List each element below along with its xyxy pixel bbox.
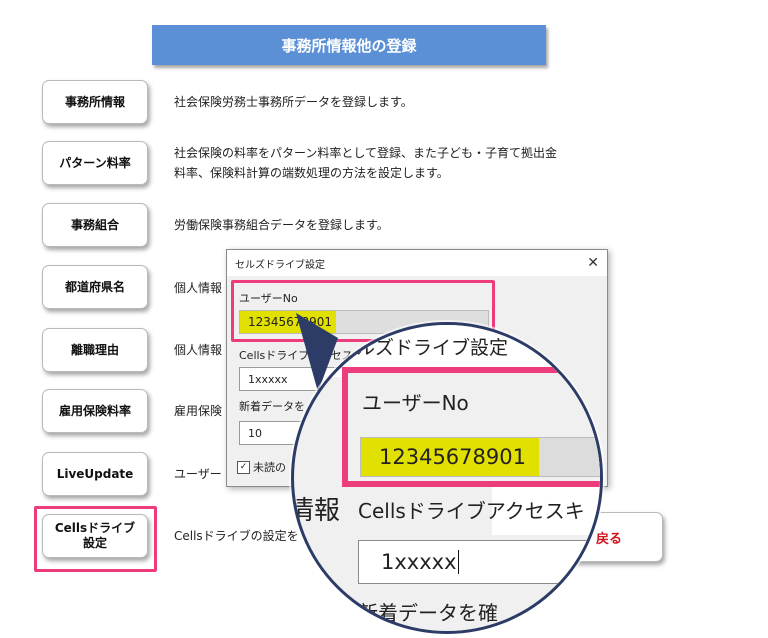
close-icon[interactable]: ✕: [587, 255, 599, 271]
office-info-button[interactable]: 事務所情報: [42, 80, 148, 124]
prefecture-desc: 個人情報: [174, 281, 223, 295]
cells-drive-label-line1: Cellsドライブ: [54, 521, 136, 535]
magnifier-dialog-title: ルズドライブ設定: [356, 337, 509, 359]
pattern-rate-desc-line1: 社会保険の料率をパターン料率として登録、また子ども・子育て拠出金: [174, 146, 558, 160]
liveupdate-button-label: LiveUpdate: [56, 466, 134, 481]
prefecture-button[interactable]: 都道府県名: [42, 265, 148, 309]
office-info-desc: 社会保険労務士事務所データを登録します。: [174, 95, 413, 109]
prefecture-button-label: 都道府県名: [64, 279, 125, 294]
separation-reason-button[interactable]: 離職理由: [42, 328, 148, 372]
liveupdate-button[interactable]: LiveUpdate: [42, 452, 148, 496]
unread-checkbox-label: 未読の: [253, 461, 286, 474]
new-data-select-value: 10: [248, 426, 262, 440]
magnifier-user-no-label: ユーザーNo: [362, 391, 469, 415]
cells-drive-settings-button[interactable]: Cellsドライブ 設定: [42, 514, 148, 558]
back-button-label: 戻る: [595, 531, 622, 547]
pattern-rate-button-label: パターン料率: [59, 155, 131, 170]
dialog-titlebar: セルズドライブ設定 ✕: [227, 250, 607, 276]
page-title: 事務所情報他の登録: [152, 25, 546, 65]
magnifier-user-no-highlight: ユーザーNo 12345678901: [342, 367, 600, 487]
labor-union-button-label: 事務組合: [70, 217, 119, 232]
magnifier-cells-access-value: 1xxxxx: [381, 550, 457, 574]
separation-reason-desc: 個人情報: [174, 343, 223, 357]
pattern-rate-button[interactable]: パターン料率: [42, 141, 148, 185]
liveupdate-desc: ユーザー: [174, 467, 222, 481]
labor-union-button[interactable]: 事務組合: [42, 203, 148, 247]
magnifier-cells-access-input: 1xxxxx: [358, 540, 600, 584]
user-no-label: ユーザーNo: [239, 292, 298, 305]
cells-drive-settings-button-label: Cellsドライブ 設定: [55, 521, 135, 551]
employment-insurance-rate-button[interactable]: 雇用保険料率: [42, 389, 148, 433]
pattern-rate-desc-line2: 料率、保険料計算の端数処理の方法を設定します。: [174, 166, 449, 180]
unread-checkbox[interactable]: ✓: [237, 461, 250, 474]
separation-reason-button-label: 離職理由: [70, 342, 119, 357]
text-caret: [457, 550, 459, 574]
new-data-label: 新着データを: [239, 400, 305, 413]
cells-drive-label-line2: 設定: [82, 536, 107, 550]
magnifier-user-no-value: 12345678901: [361, 438, 539, 476]
magnifier-behind-text-1: 報: [294, 369, 314, 406]
cells-access-input-value: 1xxxxx: [248, 372, 288, 386]
magnifier-cells-access-label: Cellsドライブアクセスキ: [358, 499, 585, 523]
employment-insurance-rate-button-label: 雇用保険料率: [58, 403, 131, 418]
magnifier-behind-text-2: 情報: [291, 496, 341, 526]
dialog-title: セルズドライブ設定: [235, 259, 325, 271]
magnifier-zoom: ルズドライブ設定 報 情報 ユーザーNo 12345678901 Cellsドラ…: [291, 322, 603, 634]
office-info-button-label: 事務所情報: [64, 94, 125, 109]
cells-drive-highlight: [34, 506, 157, 572]
magnifier-content: ルズドライブ設定 報 情報 ユーザーNo 12345678901 Cellsドラ…: [291, 325, 600, 631]
magnifier-new-data-label: 新着データを確: [358, 601, 498, 625]
employment-insurance-rate-desc: 雇用保険: [174, 404, 223, 418]
labor-union-desc: 労働保険事務組合データを登録します。: [174, 218, 389, 232]
cells-drive-desc: Cellsドライブの設定を: [174, 529, 299, 543]
magnifier-user-no-field: 12345678901: [360, 437, 600, 477]
